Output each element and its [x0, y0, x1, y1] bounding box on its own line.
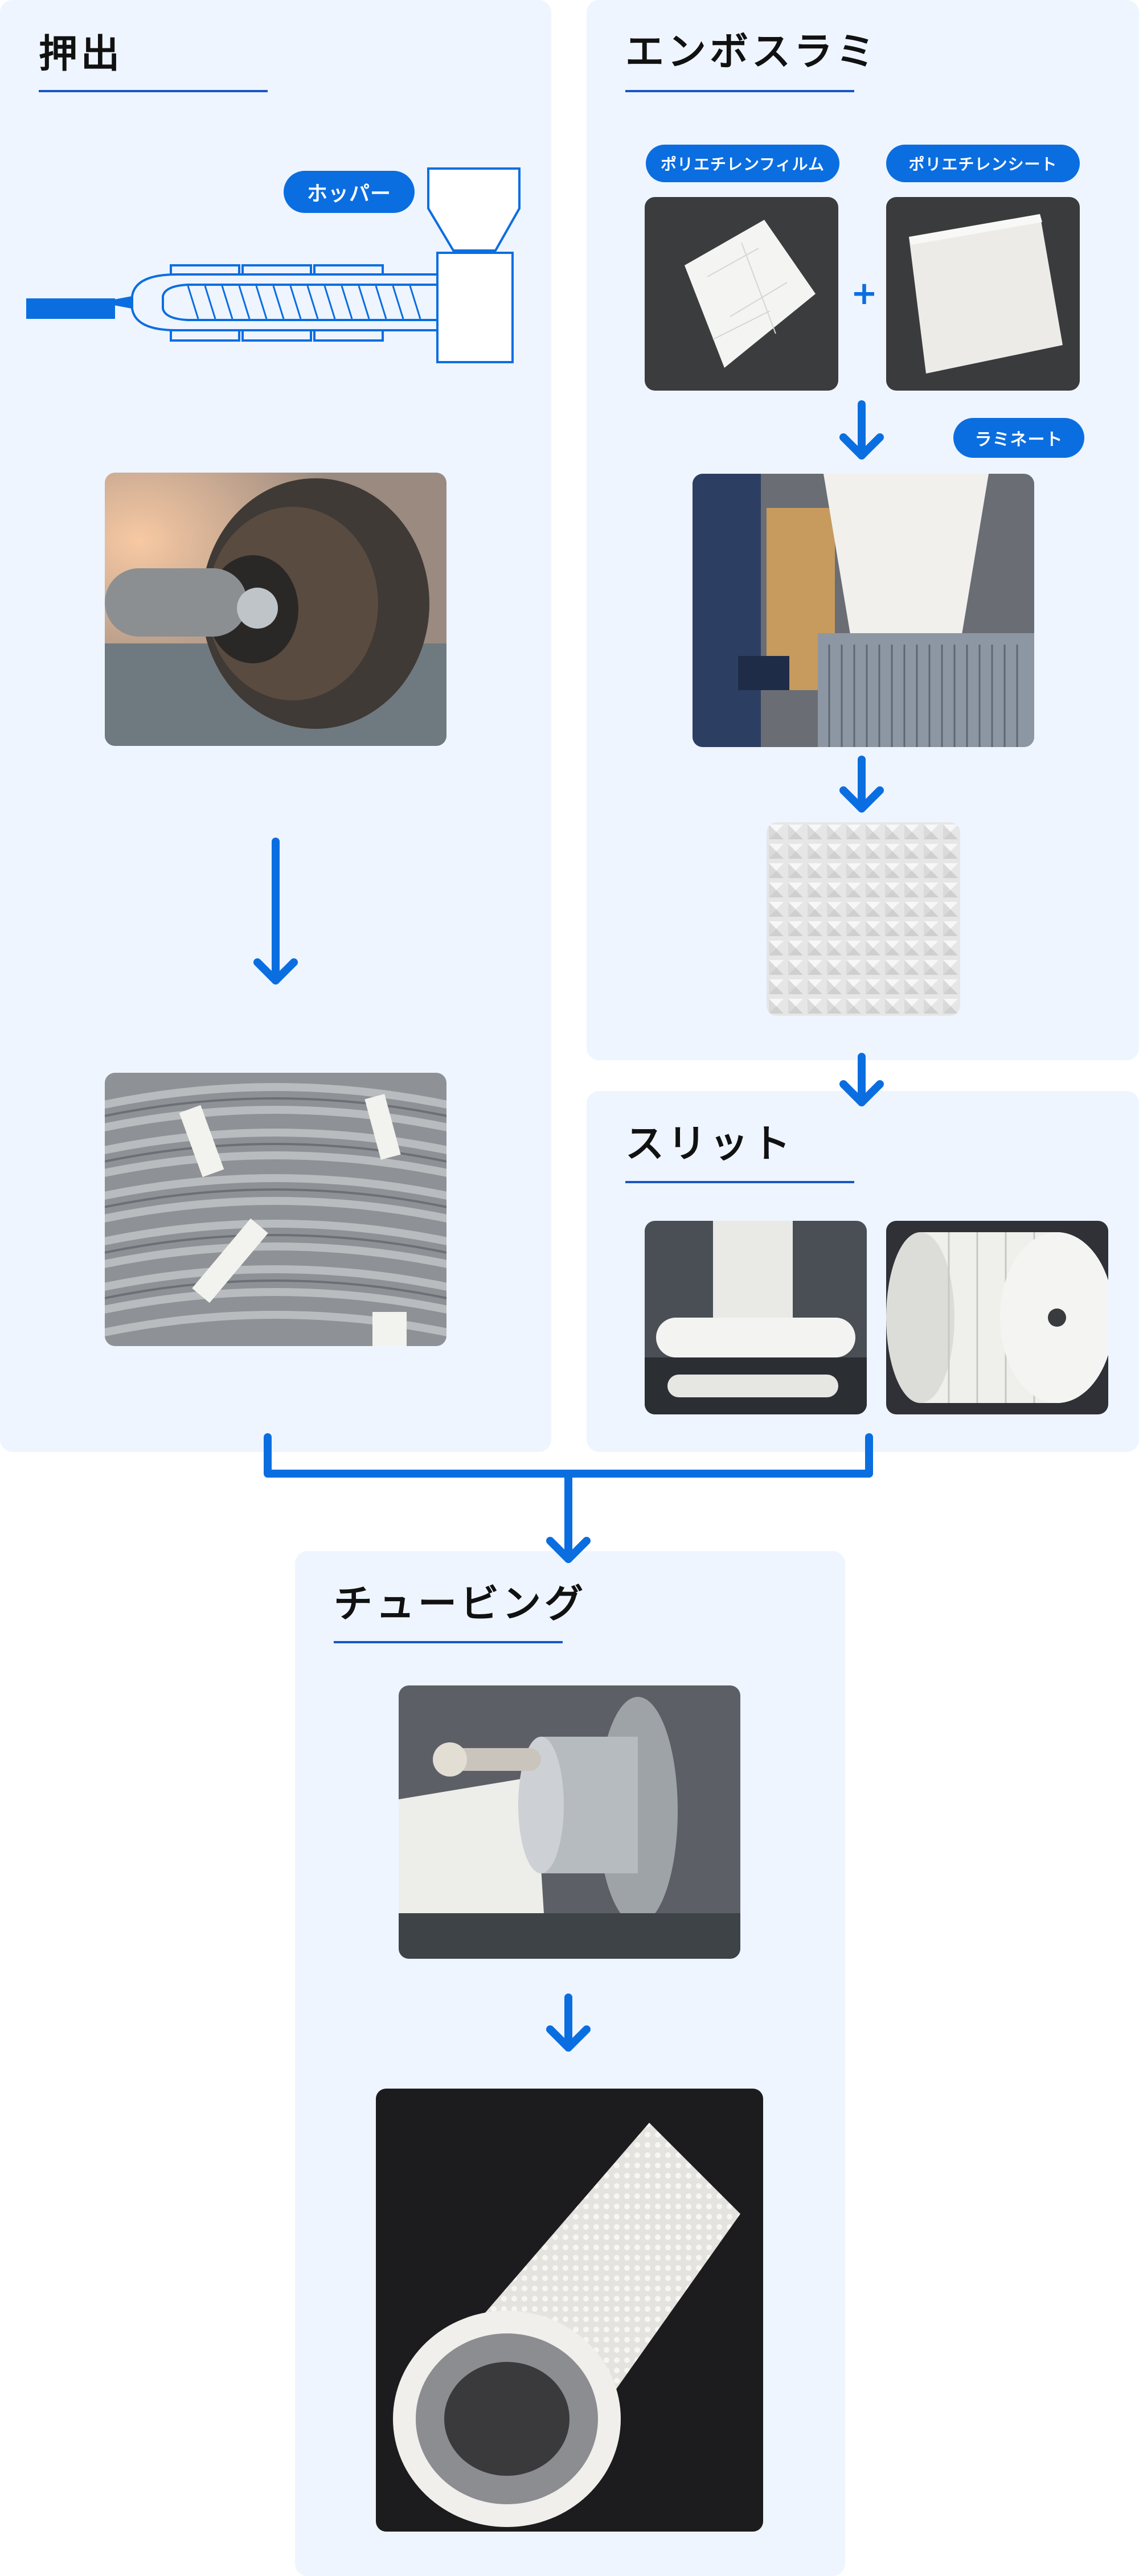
extrusion-title-underline — [39, 90, 268, 92]
emboss-title: エンボスラミ — [625, 30, 879, 75]
slit-rolls-photo — [886, 1221, 1108, 1414]
tubing-title-underline — [334, 1641, 563, 1643]
extruder-diagram — [26, 167, 521, 363]
laminating-machine-photo — [693, 474, 1034, 747]
tubing-machine-photo — [399, 1685, 740, 1959]
extruded-tube-coils-photo — [105, 1073, 446, 1346]
embossed-tube-photo — [376, 2089, 763, 2532]
emboss-title-underline — [625, 90, 854, 92]
extrusion-title: 押出 — [39, 32, 124, 77]
hopper-label: ホッパー — [284, 171, 415, 213]
embossed-sheet-photo — [767, 822, 960, 1016]
tubing-title: チュービング — [334, 1582, 587, 1627]
laminate-label: ラミネート — [953, 418, 1084, 458]
slitting-machine-photo — [645, 1221, 867, 1414]
polyethylene-sheet-label: ポリエチレンシート — [886, 145, 1080, 182]
plus-sign: + — [851, 275, 878, 312]
extruder-die-photo — [105, 473, 446, 746]
slit-title: スリット — [625, 1122, 794, 1167]
polyethylene-sheet-photo — [886, 197, 1080, 391]
polyethylene-film-photo — [645, 197, 838, 391]
polyethylene-film-label: ポリエチレンフィルム — [646, 145, 839, 182]
slit-title-underline — [625, 1181, 854, 1183]
